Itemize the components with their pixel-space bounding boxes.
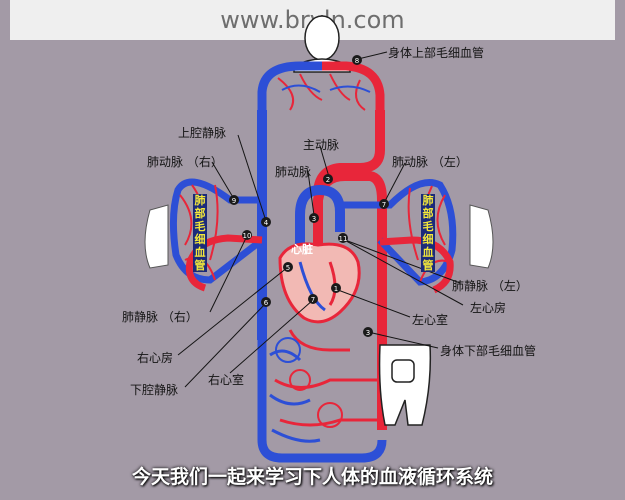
marker-1: 1	[331, 283, 341, 293]
svg-text:4: 4	[264, 219, 269, 227]
lower-body-silhouette	[378, 344, 432, 426]
label-left-ventricle: 左心室	[412, 313, 449, 327]
svg-text:7: 7	[382, 201, 386, 209]
marker-5: 5	[283, 262, 293, 272]
lung-capillaries-right-label: 肺部毛细血管	[193, 194, 207, 272]
marker-10: 10	[242, 230, 252, 240]
label-upper-body-capillaries: 身体上部毛细血管	[388, 46, 485, 60]
label-pulmonary-artery-right: 肺动脉 （右）	[147, 155, 223, 169]
marker-2: 2	[323, 174, 333, 184]
svg-text:10: 10	[243, 232, 252, 240]
upper-body-capillary-loop	[257, 61, 385, 111]
svg-text:3: 3	[312, 215, 316, 223]
lower-body-vessels	[257, 329, 387, 463]
svg-text:7: 7	[311, 296, 315, 304]
svg-text:5: 5	[286, 264, 290, 272]
lung-capillaries-left-label: 肺部毛细血管	[421, 194, 435, 272]
right-lung	[144, 178, 265, 292]
svg-text:8: 8	[355, 57, 359, 65]
label-aorta: 主动脉	[303, 138, 340, 152]
label-pulmonary-vein-left: 肺静脉 （左）	[452, 279, 528, 293]
left-lung	[340, 179, 494, 294]
marker-3b: 3	[363, 327, 373, 337]
aortic-trunk	[313, 110, 385, 196]
pulmonary-artery-arch	[295, 184, 345, 250]
label-inferior-vena-cava: 下腔静脉	[130, 383, 179, 397]
svg-text:1: 1	[334, 285, 338, 293]
svg-text:2: 2	[326, 176, 330, 184]
caption: 今天我们一起来学习下人体的血液循环系统	[131, 466, 493, 488]
svg-text:11: 11	[339, 235, 348, 243]
label-pulmonary-vein-right: 肺静脉 （右）	[122, 310, 198, 324]
label-lower-body-capillaries: 身体下部毛细血管	[440, 344, 537, 358]
marker-11: 11	[338, 233, 348, 243]
svg-text:6: 6	[264, 299, 269, 307]
leader-lines	[177, 51, 464, 388]
label-right-ventricle: 右心室	[208, 373, 245, 387]
number-markers: 8 2 9 7 4 3 10 11 5 1 6 7 3	[229, 55, 389, 337]
marker-7: 7	[379, 199, 389, 209]
marker-3: 3	[309, 213, 319, 223]
label-pulmonary-artery-left: 肺动脉 （左）	[392, 155, 468, 169]
marker-6: 6	[261, 297, 271, 307]
label-right-atrium: 右心房	[137, 351, 174, 365]
marker-8: 8	[352, 55, 362, 65]
label-superior-vena-cava: 上腔静脉	[178, 126, 227, 140]
svg-text:9: 9	[232, 197, 236, 205]
marker-7b: 7	[308, 294, 318, 304]
marker-4: 4	[261, 217, 271, 227]
heart-label: 心脏	[291, 243, 313, 256]
svg-text:3: 3	[366, 329, 370, 337]
label-left-atrium: 左心房	[470, 301, 507, 315]
label-pulmonary-artery: 肺动脉	[275, 165, 312, 179]
marker-9: 9	[229, 195, 239, 205]
